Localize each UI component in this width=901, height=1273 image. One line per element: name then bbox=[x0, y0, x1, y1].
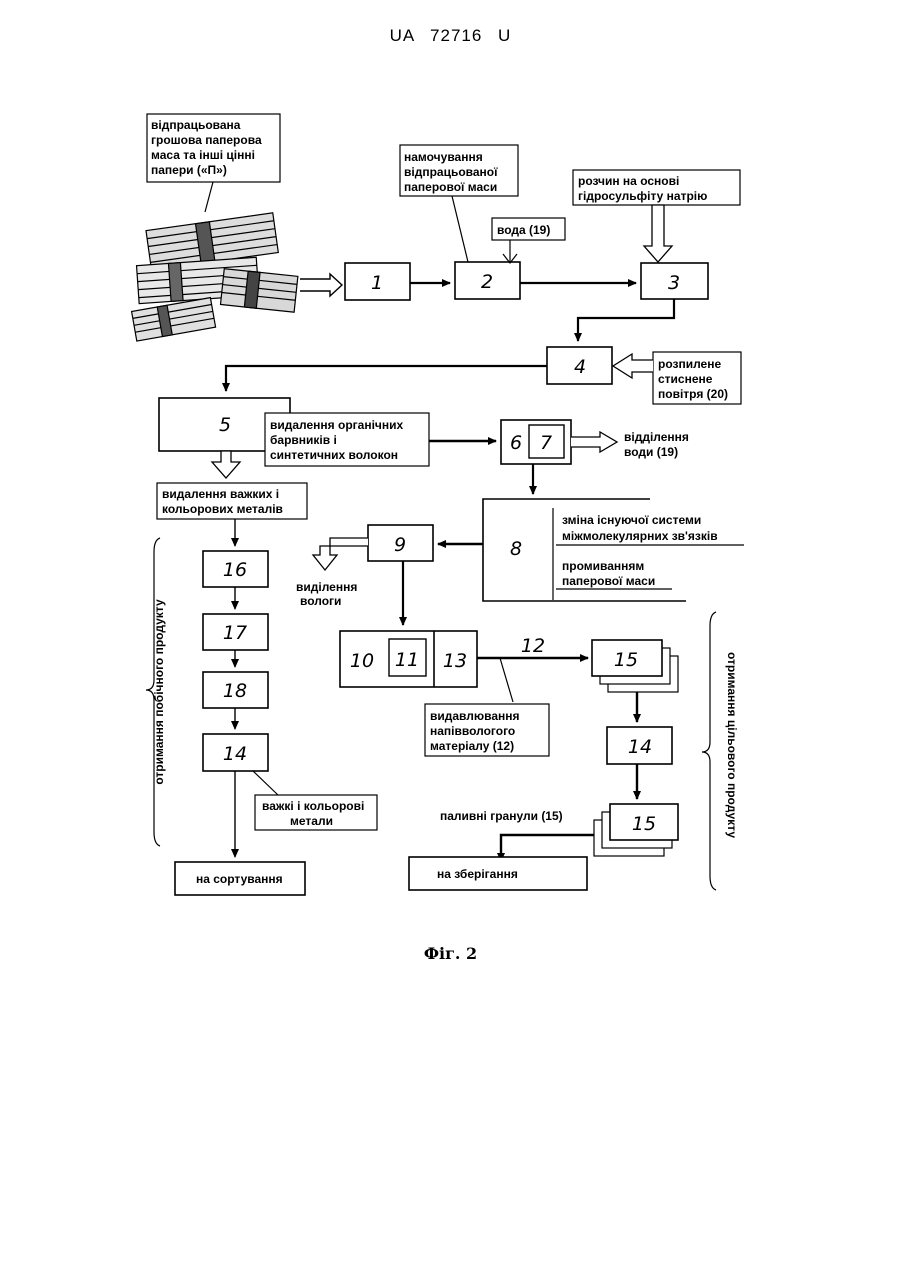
metals-label: метали bbox=[290, 814, 333, 828]
moisture-separation-label: виділення bbox=[296, 580, 357, 594]
rinse-label: паперової маси bbox=[562, 574, 655, 588]
block-number: 12 bbox=[521, 635, 545, 657]
metals-removal-label: кольорових металів bbox=[162, 502, 283, 516]
block-number: 10 bbox=[350, 650, 374, 672]
banknote-stack-illustration bbox=[132, 213, 298, 341]
soaking-label: відпрацьованої bbox=[404, 165, 498, 179]
extrusion-label: напіввологого bbox=[430, 724, 515, 738]
organic-removal-label: видалення органічних bbox=[270, 418, 404, 432]
air-label: повітря (20) bbox=[658, 387, 728, 401]
water-input-label: вода (19) bbox=[497, 223, 550, 237]
waste-money-label: папери («П») bbox=[151, 163, 227, 177]
metals-removal-label: видалення важких і bbox=[162, 487, 279, 501]
solution-label: розчин на основі bbox=[578, 174, 679, 188]
figure-caption: Фіг. 2 bbox=[0, 944, 901, 963]
flow-arrow bbox=[226, 366, 547, 391]
target-bracket bbox=[702, 612, 716, 890]
waste-money-label: відпрацьована bbox=[151, 118, 241, 132]
block-number: 14 bbox=[223, 743, 247, 765]
block-number: 16 bbox=[223, 559, 247, 581]
block-number: 14 bbox=[628, 736, 652, 758]
block-number: 1 bbox=[371, 272, 383, 294]
block-number: 15 bbox=[632, 813, 656, 835]
flow-arrow bbox=[578, 299, 674, 341]
block-number: 6 bbox=[510, 432, 522, 454]
hollow-arrow-down bbox=[313, 538, 368, 570]
fuel-pellets-label: паливні гранули (15) bbox=[440, 809, 563, 823]
hollow-arrow-left bbox=[613, 354, 653, 378]
extrusion-label: матеріалу (12) bbox=[430, 739, 514, 753]
block-number: 8 bbox=[510, 538, 522, 560]
byproduct-stage-label: отримання побічного продукту bbox=[152, 599, 166, 785]
block-number: 7 bbox=[540, 432, 552, 454]
block-number: 2 bbox=[481, 271, 493, 293]
block-number: 9 bbox=[394, 534, 406, 556]
solution-label: гідросульфіту натрію bbox=[578, 189, 707, 203]
block-number: 13 bbox=[443, 650, 467, 672]
waste-money-label: грошова паперова bbox=[151, 133, 262, 147]
organic-removal-label: синтетичних волокон bbox=[270, 448, 398, 462]
block-number: 11 bbox=[395, 649, 419, 671]
soaking-label: намочування bbox=[404, 150, 483, 164]
bond-change-label: міжмолекулярних зв'язків bbox=[562, 529, 718, 543]
soaking-label: паперової маси bbox=[404, 180, 497, 194]
rinse-label: промиванням bbox=[562, 559, 644, 573]
extrusion-label: видавлювання bbox=[430, 709, 520, 723]
metals-label: важкі і кольорові bbox=[262, 799, 364, 813]
target-stage-label: отримання цільового продукту bbox=[725, 652, 739, 838]
block-number: 3 bbox=[668, 272, 680, 294]
block-number: 18 bbox=[223, 680, 247, 702]
hollow-arrow-down bbox=[212, 451, 240, 478]
hollow-arrow-right bbox=[571, 432, 617, 452]
water-separation-label: води (19) bbox=[624, 445, 678, 459]
block-number: 17 bbox=[223, 622, 247, 644]
block-number: 5 bbox=[219, 414, 231, 436]
air-label: стиснене bbox=[658, 372, 713, 386]
storage-label: на зберігання bbox=[437, 867, 518, 881]
moisture-separation-label: вологи bbox=[300, 594, 341, 608]
waste-money-label: маса та інші цінні bbox=[151, 148, 255, 162]
organic-removal-label: барвників і bbox=[270, 433, 337, 447]
air-label: розпилене bbox=[658, 357, 721, 371]
sorting-label: на сортування bbox=[196, 872, 283, 886]
input-hollow-arrow bbox=[300, 274, 342, 296]
block-number: 4 bbox=[574, 356, 586, 378]
water-separation-label: відділення bbox=[624, 430, 689, 444]
block-number: 15 bbox=[614, 649, 638, 671]
hollow-arrow-down bbox=[644, 205, 672, 262]
bond-change-label: зміна існуючої системи bbox=[562, 513, 701, 527]
